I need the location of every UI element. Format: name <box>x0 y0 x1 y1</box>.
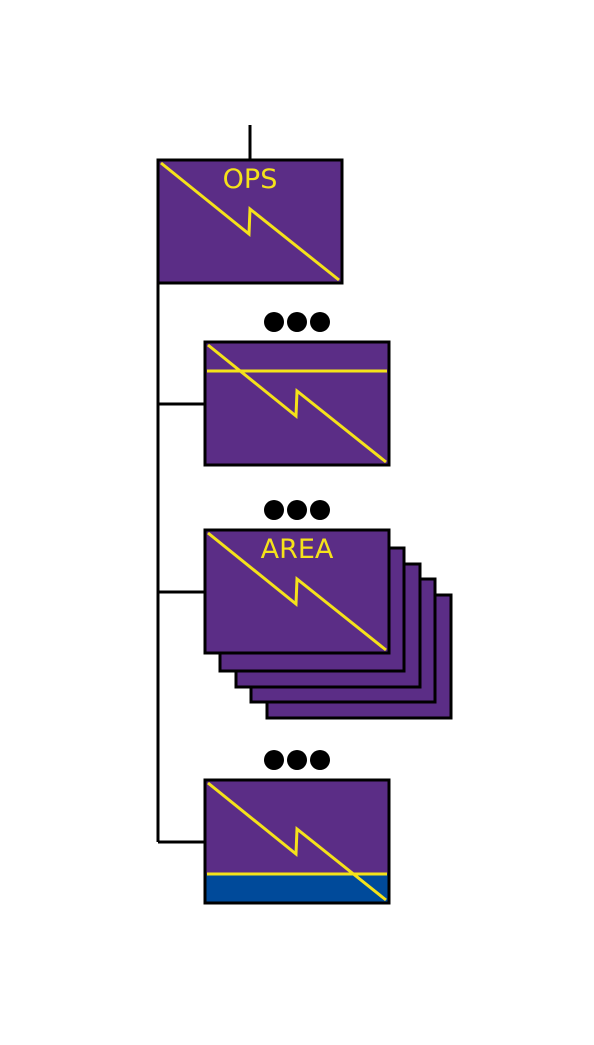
ops-unit-label: OPS <box>223 164 278 195</box>
ellipsis-dot <box>310 500 330 520</box>
ellipsis-dot <box>287 500 307 520</box>
ellipsis-dot <box>264 750 284 770</box>
ops-unit-symbol: OPS <box>156 158 344 285</box>
bottom-unit-symbol <box>203 778 391 905</box>
ellipsis-dot <box>287 312 307 332</box>
area-unit-stack: AREA <box>203 528 453 720</box>
ellipsis-dots-icon <box>264 312 330 332</box>
lightning-signal-icon <box>207 781 387 902</box>
lightning-signal-icon <box>207 531 387 652</box>
ellipsis-dot <box>264 500 284 520</box>
ellipsis-dots-icon <box>264 750 330 770</box>
area-unit-label: AREA <box>261 534 334 565</box>
lightning-signal-icon <box>160 161 340 282</box>
second-unit-symbol <box>203 340 391 467</box>
ellipsis-dot <box>264 312 284 332</box>
connector-lines <box>156 125 252 844</box>
ellipsis-dots-icon <box>264 500 330 520</box>
bottom-unit-outline <box>203 778 391 905</box>
lightning-signal-icon <box>207 343 387 464</box>
ellipsis-dot <box>310 750 330 770</box>
blue-bottom-band <box>205 874 389 903</box>
ellipsis-dot <box>310 312 330 332</box>
ellipsis-dot <box>287 750 307 770</box>
